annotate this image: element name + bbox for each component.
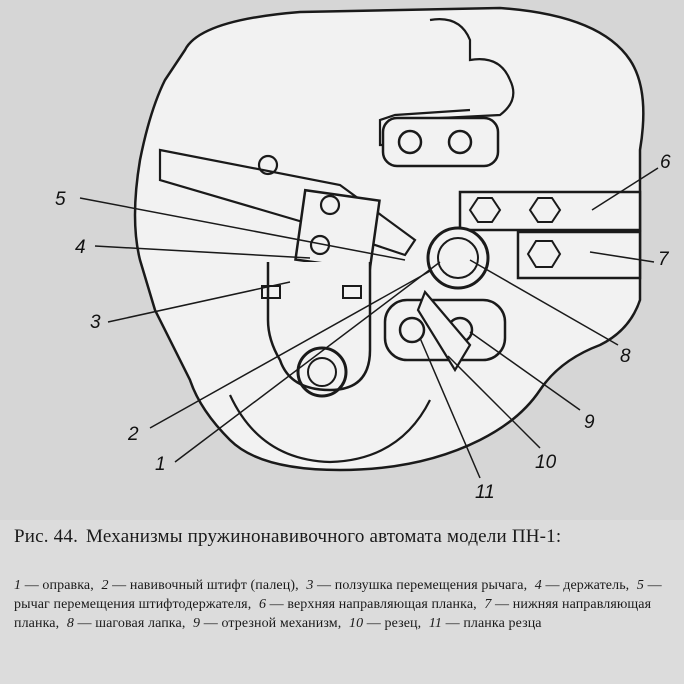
pivot-outer <box>296 346 348 398</box>
label-8: 8 <box>620 346 631 367</box>
bolt-holder-top <box>257 154 279 176</box>
cutter-blade <box>416 289 472 373</box>
legend-item: 3 — ползушка перемещения рычага, <box>306 578 528 593</box>
legend-item: 7 — нижняя направляющая планка, <box>14 597 652 631</box>
caption-prefix: Рис. 44. <box>14 526 79 547</box>
figure-caption: Рис. 44. Механизмы пружинонавивочного авт… <box>0 520 684 684</box>
bolt-hex-2 <box>528 197 562 223</box>
bolt-cutter-left <box>398 316 426 344</box>
label-7: 7 <box>658 249 670 270</box>
bolt-hex-3 <box>526 240 562 268</box>
leader-10 <box>447 355 541 449</box>
bolt-top-right <box>447 129 473 155</box>
upper-bracket <box>378 18 515 147</box>
lower-guide-plate <box>516 230 642 280</box>
leader-2 <box>149 269 433 429</box>
arbor-ring-outer <box>426 226 490 290</box>
legend-item: 2 — навивочный штифт (палец), <box>101 578 299 593</box>
caption-legend: 1 — оправка, 2 — навивочный штифт (палец… <box>14 576 674 633</box>
mechanism-drawing: 1 2 3 4 5 6 7 8 9 10 11 <box>55 6 671 503</box>
leader-5 <box>79 197 406 261</box>
leader-6 <box>591 167 659 211</box>
slider-insert-right <box>342 285 362 299</box>
bolt-top-left <box>397 129 423 155</box>
bolt-hex-1 <box>468 197 502 223</box>
leader-4 <box>94 245 311 259</box>
label-11: 11 <box>475 482 495 503</box>
label-10: 10 <box>535 452 557 473</box>
legend-item: 8 — шаговая лапка, <box>66 616 186 631</box>
mechanism-svg: 1 2 3 4 5 6 7 8 9 10 11 <box>55 6 671 503</box>
legend-item: 10 — резец, <box>348 616 422 631</box>
caption-title-text: Механизмы пружинонавивочного автомата мо… <box>86 526 562 547</box>
legend-item: 11 — планка резца <box>428 616 542 631</box>
legend-item: 1 — оправка, <box>14 578 94 593</box>
leader-8 <box>469 259 619 346</box>
legend-item: 5 — рычаг перемещения штифтодержателя, <box>14 578 662 612</box>
leader-1 <box>174 261 441 463</box>
label-4: 4 <box>75 237 86 258</box>
bolt-holder-mid <box>319 194 341 216</box>
label-3: 3 <box>90 312 101 333</box>
base-arc <box>229 394 431 464</box>
leader-9 <box>469 331 581 411</box>
label-1: 1 <box>155 454 166 475</box>
pivot-inner <box>307 357 337 387</box>
legend-item: 4 — держатель, <box>534 578 630 593</box>
leader-7 <box>589 251 655 263</box>
leader-11 <box>419 337 481 479</box>
leader-3 <box>107 281 291 323</box>
legend-item: 9 — отрезной механизм, <box>193 616 342 631</box>
arbor-ring-inner <box>437 237 479 279</box>
label-2: 2 <box>127 424 139 445</box>
label-9: 9 <box>584 412 595 433</box>
label-5: 5 <box>55 189 66 210</box>
caption-title: Рис. 44. Механизмы пружинонавивочного авт… <box>14 524 674 550</box>
label-6: 6 <box>660 152 671 173</box>
legend-item: 6 — верхняя направляющая планка, <box>258 597 477 612</box>
